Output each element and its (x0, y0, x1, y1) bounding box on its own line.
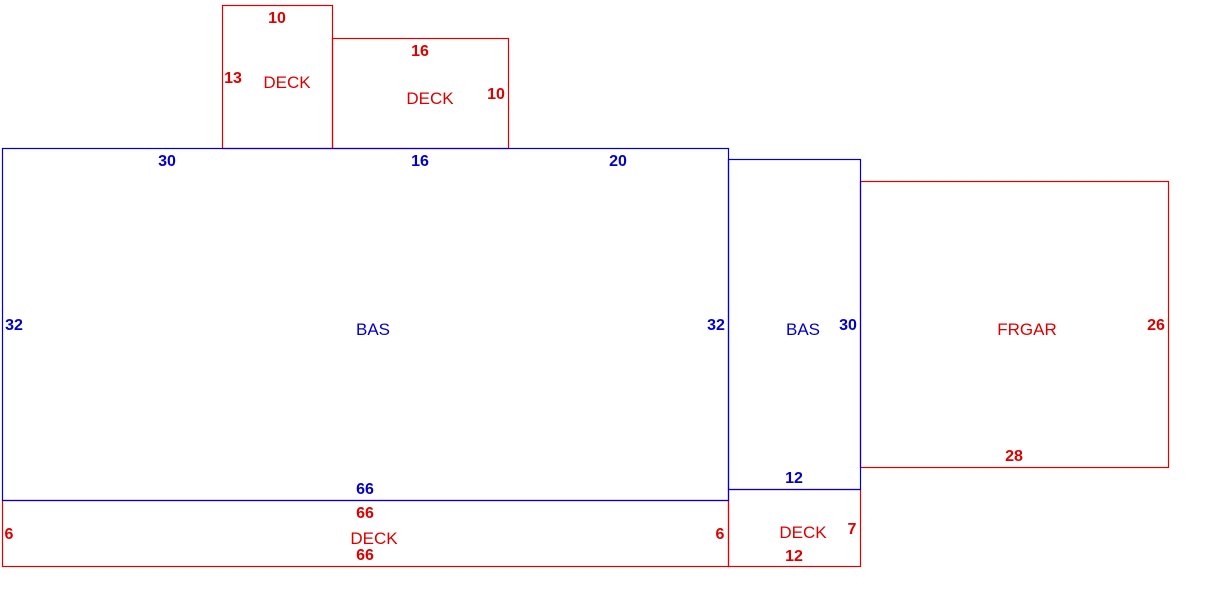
deck-southeast-dim-right: 7 (848, 521, 857, 538)
bas-main-dim-top-c: 20 (609, 153, 627, 170)
deck-south-dim-bottom: 66 (356, 547, 374, 564)
frgar-dim-right: 26 (1147, 317, 1165, 334)
deck-north-small-dim-top: 10 (268, 10, 286, 27)
deck-north-large-dim-top: 16 (411, 43, 429, 60)
deck-southeast-dim-bottom: 12 (785, 548, 803, 565)
bas-main-dim-top-b: 16 (411, 153, 429, 170)
deck-southeast-area: DECK 7 12 (727, 488, 862, 568)
bas-main-label: BAS (356, 320, 390, 339)
deck-north-large-label: DECK (406, 89, 454, 108)
deck-north-small-dim-left: 13 (224, 70, 242, 87)
deck-south-dim-right: 6 (716, 526, 725, 543)
deck-north-small-label: DECK (263, 73, 311, 92)
bas-east-label: BAS (786, 320, 820, 339)
bas-main-area: BAS 30 16 20 32 32 66 (1, 147, 730, 502)
frgar-label: FRGAR (997, 320, 1057, 339)
bas-main-dim-bottom: 66 (356, 481, 374, 498)
deck-north-large-dim-right: 10 (487, 86, 505, 103)
deck-south-area: DECK 66 66 6 6 (1, 499, 730, 568)
deck-south-label: DECK (350, 529, 398, 548)
bas-main-dim-left: 32 (5, 317, 23, 334)
frgar-area: FRGAR 26 28 (859, 180, 1170, 469)
deck-south-dim-left: 6 (5, 526, 14, 543)
deck-southeast-label: DECK (779, 523, 827, 542)
deck-north-small-area: DECK 10 13 (221, 4, 334, 150)
bas-main-dim-right: 32 (707, 317, 725, 334)
deck-north-large-area: DECK 16 10 (331, 37, 510, 150)
bas-main-dim-top-a: 30 (158, 153, 176, 170)
bas-east-dim-bottom: 12 (785, 470, 803, 487)
bas-east-outline (727, 158, 862, 491)
frgar-dim-bottom: 28 (1005, 448, 1023, 465)
bas-east-area: BAS 30 12 (727, 158, 862, 491)
deck-south-dim-top: 66 (356, 505, 374, 522)
bas-east-dim-right: 30 (839, 317, 857, 334)
